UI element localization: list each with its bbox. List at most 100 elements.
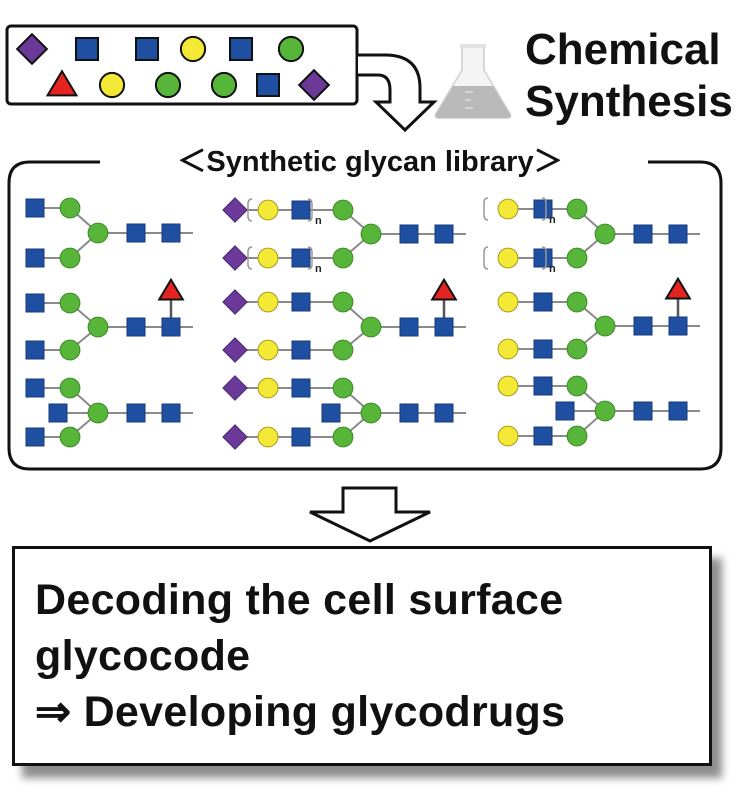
building-blocks bbox=[15, 32, 331, 102]
glcnac-square-icon bbox=[135, 37, 159, 61]
glcnac-square-icon bbox=[399, 403, 419, 423]
repeat-n-label: n bbox=[315, 215, 322, 227]
sialic-acid-diamond-icon bbox=[15, 32, 49, 66]
glcnac-square-icon bbox=[75, 37, 99, 61]
galactose-circle-icon bbox=[257, 291, 279, 313]
glycan-structure bbox=[222, 277, 466, 363]
glcnac-square-icon bbox=[533, 426, 553, 446]
glcnac-square-icon bbox=[633, 224, 653, 244]
fucose-triangle-icon bbox=[664, 276, 692, 300]
result-line-2: glycocode bbox=[35, 632, 251, 680]
glcnac-square-icon bbox=[126, 317, 146, 337]
repeat-n-label: n bbox=[549, 263, 556, 275]
galactose-circle-icon bbox=[497, 247, 519, 269]
mannose-circle-icon bbox=[59, 247, 81, 269]
galactose-circle-icon bbox=[257, 199, 279, 221]
mannose-circle-icon bbox=[87, 222, 109, 244]
glcnac-square-icon bbox=[291, 340, 311, 360]
mannose-circle-icon bbox=[332, 339, 354, 361]
galactose-circle-icon bbox=[257, 426, 279, 448]
mannose-circle-icon bbox=[332, 247, 354, 269]
mannose-circle-icon bbox=[566, 198, 588, 220]
title-line-1: Chemical bbox=[525, 25, 721, 74]
mannose-circle-icon bbox=[594, 400, 616, 422]
down-arrow bbox=[309, 486, 431, 543]
glcnac-square-icon bbox=[48, 403, 68, 423]
glcnac-square-icon bbox=[126, 223, 146, 243]
galactose-circle-icon bbox=[497, 425, 519, 447]
sialic-acid-diamond-icon bbox=[222, 337, 248, 363]
glcnac-square-icon bbox=[633, 401, 653, 421]
galactose-circle-icon bbox=[179, 35, 207, 63]
galactose-circle-icon bbox=[257, 247, 279, 269]
mannose-circle-icon bbox=[59, 426, 81, 448]
mannose-circle-icon bbox=[59, 377, 81, 399]
repeat-bracket: n bbox=[247, 246, 322, 275]
galactose-circle-icon bbox=[98, 71, 126, 99]
fucose-triangle-icon bbox=[157, 277, 185, 301]
galactose-circle-icon bbox=[497, 198, 519, 220]
mannose-circle-icon bbox=[566, 375, 588, 397]
glcnac-square-icon bbox=[533, 292, 553, 312]
glycan-column-2: nn bbox=[222, 197, 466, 450]
glcnac-square-icon bbox=[533, 376, 553, 396]
mannose-circle-icon bbox=[59, 339, 81, 361]
erlenmeyer-flask-icon bbox=[434, 44, 512, 119]
synthesis-arrow bbox=[358, 53, 438, 133]
galactose-circle-icon bbox=[497, 291, 519, 313]
mannose-circle-icon bbox=[332, 426, 354, 448]
mannose-circle-icon bbox=[59, 292, 81, 314]
mannose-circle-icon bbox=[87, 316, 109, 338]
sialic-acid-diamond-icon bbox=[222, 424, 248, 450]
result-line-3: ⇒ Developing glycodrugs bbox=[35, 688, 566, 736]
mannose-circle-icon bbox=[360, 223, 382, 245]
glcnac-square-icon bbox=[434, 403, 454, 423]
glycan-structure: nn bbox=[483, 197, 700, 275]
sialic-acid-diamond-icon bbox=[222, 289, 248, 315]
mannose-circle-icon bbox=[332, 291, 354, 313]
library-title: ＜Synthetic glycan library＞ bbox=[177, 146, 562, 178]
glcnac-square-icon bbox=[25, 198, 45, 218]
sialic-acid-diamond-icon bbox=[222, 245, 248, 271]
glcnac-square-icon bbox=[434, 317, 454, 337]
mannose-circle-icon bbox=[566, 425, 588, 447]
glcnac-square-icon bbox=[256, 73, 280, 97]
mannose-circle-icon bbox=[594, 315, 616, 337]
sialic-acid-diamond-icon bbox=[297, 68, 331, 102]
result-box bbox=[12, 546, 712, 766]
glycan-structure bbox=[497, 276, 700, 360]
glcnac-square-icon bbox=[533, 339, 553, 359]
glcnac-square-icon bbox=[161, 403, 181, 423]
repeat-n-label: n bbox=[315, 263, 322, 275]
fucose-triangle-icon bbox=[45, 69, 79, 97]
glcnac-square-icon bbox=[25, 248, 45, 268]
glcnac-square-icon bbox=[291, 292, 311, 312]
mannose-circle-icon bbox=[154, 71, 182, 99]
glcnac-square-icon bbox=[291, 200, 311, 220]
glcnac-square-icon bbox=[161, 317, 181, 337]
glcnac-square-icon bbox=[25, 293, 45, 313]
glycan-structure bbox=[25, 277, 193, 361]
mannose-circle-icon bbox=[277, 35, 305, 63]
galactose-circle-icon bbox=[257, 339, 279, 361]
glcnac-square-icon bbox=[229, 37, 253, 61]
galactose-circle-icon bbox=[497, 375, 519, 397]
glcnac-square-icon bbox=[533, 199, 553, 219]
repeat-bracket: n bbox=[483, 197, 556, 226]
glcnac-square-icon bbox=[291, 378, 311, 398]
glcnac-square-icon bbox=[321, 403, 341, 423]
glcnac-square-icon bbox=[668, 224, 688, 244]
glcnac-square-icon bbox=[533, 248, 553, 268]
glcnac-square-icon bbox=[399, 317, 419, 337]
mannose-circle-icon bbox=[360, 316, 382, 338]
mannose-circle-icon bbox=[360, 402, 382, 424]
glycan-structure bbox=[222, 375, 466, 450]
title-line-2: Synthesis bbox=[525, 77, 733, 126]
repeat-bracket: n bbox=[483, 246, 556, 275]
galactose-circle-icon bbox=[497, 338, 519, 360]
glcnac-square-icon bbox=[668, 316, 688, 336]
glcnac-square-icon bbox=[668, 401, 688, 421]
glcnac-square-icon bbox=[161, 223, 181, 243]
